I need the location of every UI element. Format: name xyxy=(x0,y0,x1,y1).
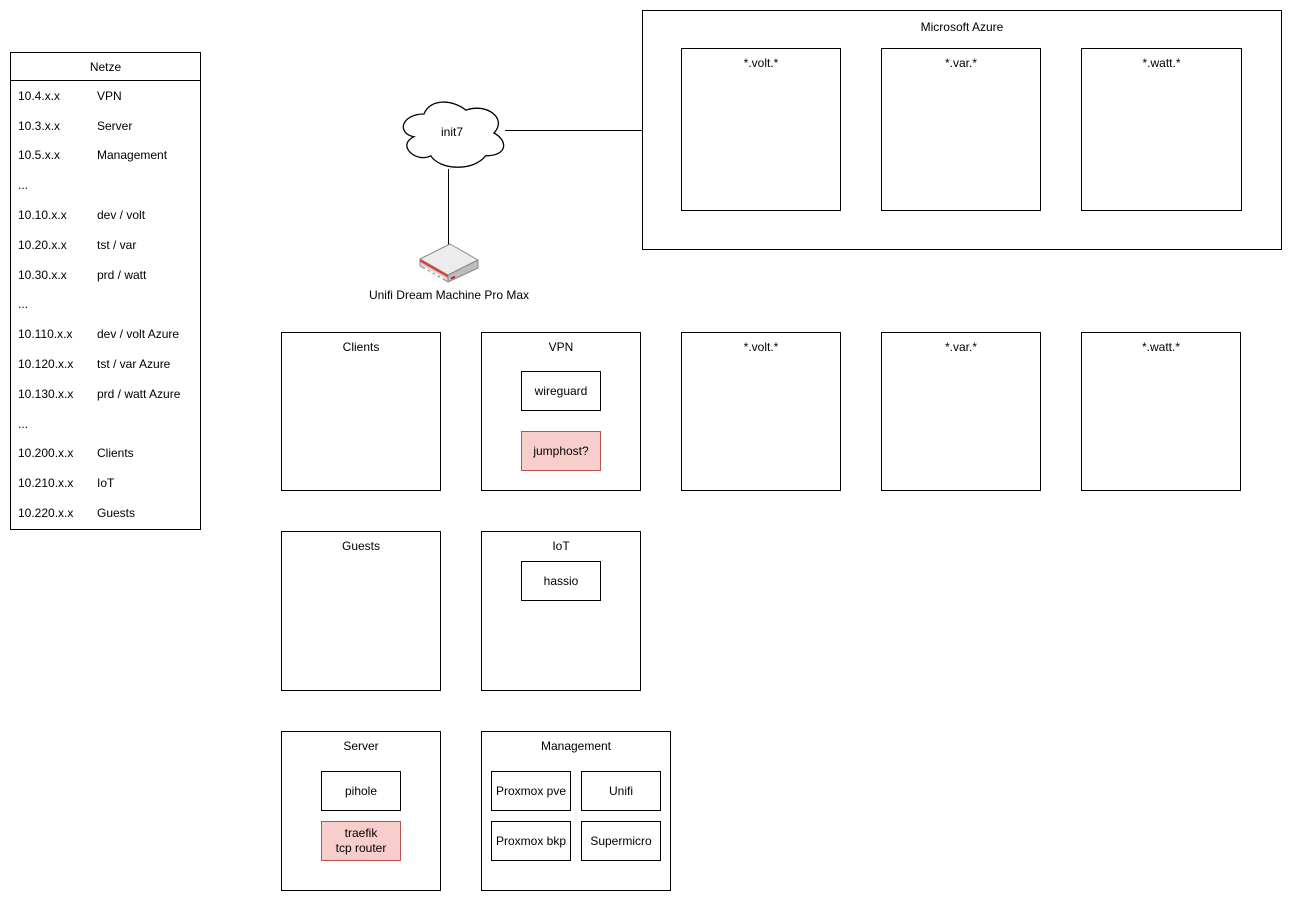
netze-row: 10.130.x.x prd / watt Azure xyxy=(11,379,200,409)
azure-var-box: *.var.* xyxy=(881,48,1041,211)
netze-row-ip: 10.4.x.x xyxy=(18,88,61,103)
guests-network-box: Guests xyxy=(281,531,441,691)
netze-row-label: Guests xyxy=(97,506,136,521)
netze-row: 10.5.x.x Management xyxy=(11,141,200,171)
router-label: Unifi Dream Machine Pro Max xyxy=(368,288,530,302)
netze-table-title: Netze xyxy=(11,53,200,81)
netze-row-ip: 10.10.x.x xyxy=(18,208,67,223)
supermicro-node: Supermicro xyxy=(581,821,661,861)
unifi-node: Unifi xyxy=(581,771,661,811)
internet-cloud-icon xyxy=(402,101,505,168)
watt-title: *.watt.* xyxy=(1141,340,1180,354)
traefik-tcp-router-node: traefik tcp router xyxy=(321,821,401,861)
proxmox-pve-node: Proxmox pve xyxy=(491,771,571,811)
netze-row-label: dev / volt xyxy=(97,208,146,223)
connector-cloud-to-azure xyxy=(505,130,642,131)
netze-row-ip: 10.30.x.x xyxy=(18,267,67,282)
netze-row: 10.120.x.x tst / var Azure xyxy=(11,349,200,379)
netze-row-ip: ... xyxy=(18,416,29,431)
netze-row-label: Clients xyxy=(97,446,134,461)
netze-row: 10.30.x.x prd / watt xyxy=(11,260,200,290)
azure-var-title: *.var.* xyxy=(944,56,977,70)
netze-row-ip: 10.20.x.x xyxy=(18,237,67,252)
guests-title: Guests xyxy=(341,539,380,553)
netze-row-label: prd / watt xyxy=(97,267,147,282)
management-title: Management xyxy=(540,739,612,753)
netze-row: 10.3.x.x Server xyxy=(11,111,200,141)
netze-row-ip: 10.120.x.x xyxy=(18,357,74,372)
netze-row-ip: 10.3.x.x xyxy=(18,118,61,133)
wireguard-node: wireguard xyxy=(521,371,601,411)
clients-title: Clients xyxy=(342,340,380,354)
server-network-box: Server pihole traefik tcp router xyxy=(281,731,441,891)
azure-volt-title: *.volt.* xyxy=(743,56,779,70)
netze-row-label: tst / var xyxy=(97,237,137,252)
iot-title: IoT xyxy=(552,539,570,553)
netze-row: 10.220.x.x Guests xyxy=(11,498,200,528)
azure-watt-box: *.watt.* xyxy=(1081,48,1242,211)
netze-row-ip: 10.220.x.x xyxy=(18,506,74,521)
connector-cloud-to-router xyxy=(448,169,449,245)
netze-row-ip: 10.130.x.x xyxy=(18,386,74,401)
vpn-title: VPN xyxy=(548,340,574,354)
hassio-node: hassio xyxy=(521,561,601,601)
netze-row-label: Server xyxy=(97,118,133,133)
netze-row: 10.4.x.x VPN xyxy=(11,81,200,111)
vpn-network-box: VPN wireguard jumphost? xyxy=(481,332,641,491)
var-network-box: *.var.* xyxy=(881,332,1041,491)
netze-row-ip: 10.5.x.x xyxy=(18,148,61,163)
volt-title: *.volt.* xyxy=(743,340,779,354)
jumphost-node: jumphost? xyxy=(521,431,601,471)
server-title: Server xyxy=(343,739,379,753)
netze-row: ... xyxy=(11,170,200,200)
clients-network-box: Clients xyxy=(281,332,441,491)
netze-row-label: VPN xyxy=(97,88,122,103)
internet-cloud-label: init7 xyxy=(440,125,463,139)
netze-row-ip: ... xyxy=(18,178,29,193)
netze-row: 10.10.x.x dev / volt xyxy=(11,200,200,230)
netze-row-label: prd / watt Azure xyxy=(97,386,181,401)
azure-group-box: Microsoft Azure *.volt.* *.var.* *.watt.… xyxy=(642,10,1282,250)
pihole-node: pihole xyxy=(321,771,401,811)
proxmox-bkp-node: Proxmox bkp xyxy=(491,821,571,861)
iot-network-box: IoT hassio xyxy=(481,531,641,691)
azure-watt-title: *.watt.* xyxy=(1142,56,1181,70)
netze-row: 10.20.x.x tst / var xyxy=(11,230,200,260)
netze-row-label: dev / volt Azure xyxy=(97,327,180,342)
netze-row-ip: ... xyxy=(18,297,29,312)
netze-row-label: IoT xyxy=(97,476,115,491)
management-network-box: Management Proxmox pve Unifi Proxmox bkp… xyxy=(481,731,671,891)
azure-volt-box: *.volt.* xyxy=(681,48,841,211)
volt-network-box: *.volt.* xyxy=(681,332,841,491)
netze-row: ... xyxy=(11,290,200,320)
netze-row-ip: 10.110.x.x xyxy=(18,327,73,342)
netze-row: 10.210.x.x IoT xyxy=(11,468,200,498)
azure-group-title: Microsoft Azure xyxy=(920,20,1004,34)
netze-table: Netze 10.4.x.x VPN 10.3.x.x Server 10.5.… xyxy=(10,52,201,530)
netze-row-label: Management xyxy=(97,148,168,163)
netze-row-ip: 10.210.x.x xyxy=(18,476,74,491)
router-icon xyxy=(419,243,479,283)
netze-row: ... xyxy=(11,409,200,439)
netze-row-label: tst / var Azure xyxy=(97,357,171,372)
var-title: *.var.* xyxy=(944,340,977,354)
watt-network-box: *.watt.* xyxy=(1081,332,1241,491)
netze-row: 10.200.x.x Clients xyxy=(11,439,200,469)
netze-row: 10.110.x.x dev / volt Azure xyxy=(11,319,200,349)
netze-row-ip: 10.200.x.x xyxy=(18,446,74,461)
